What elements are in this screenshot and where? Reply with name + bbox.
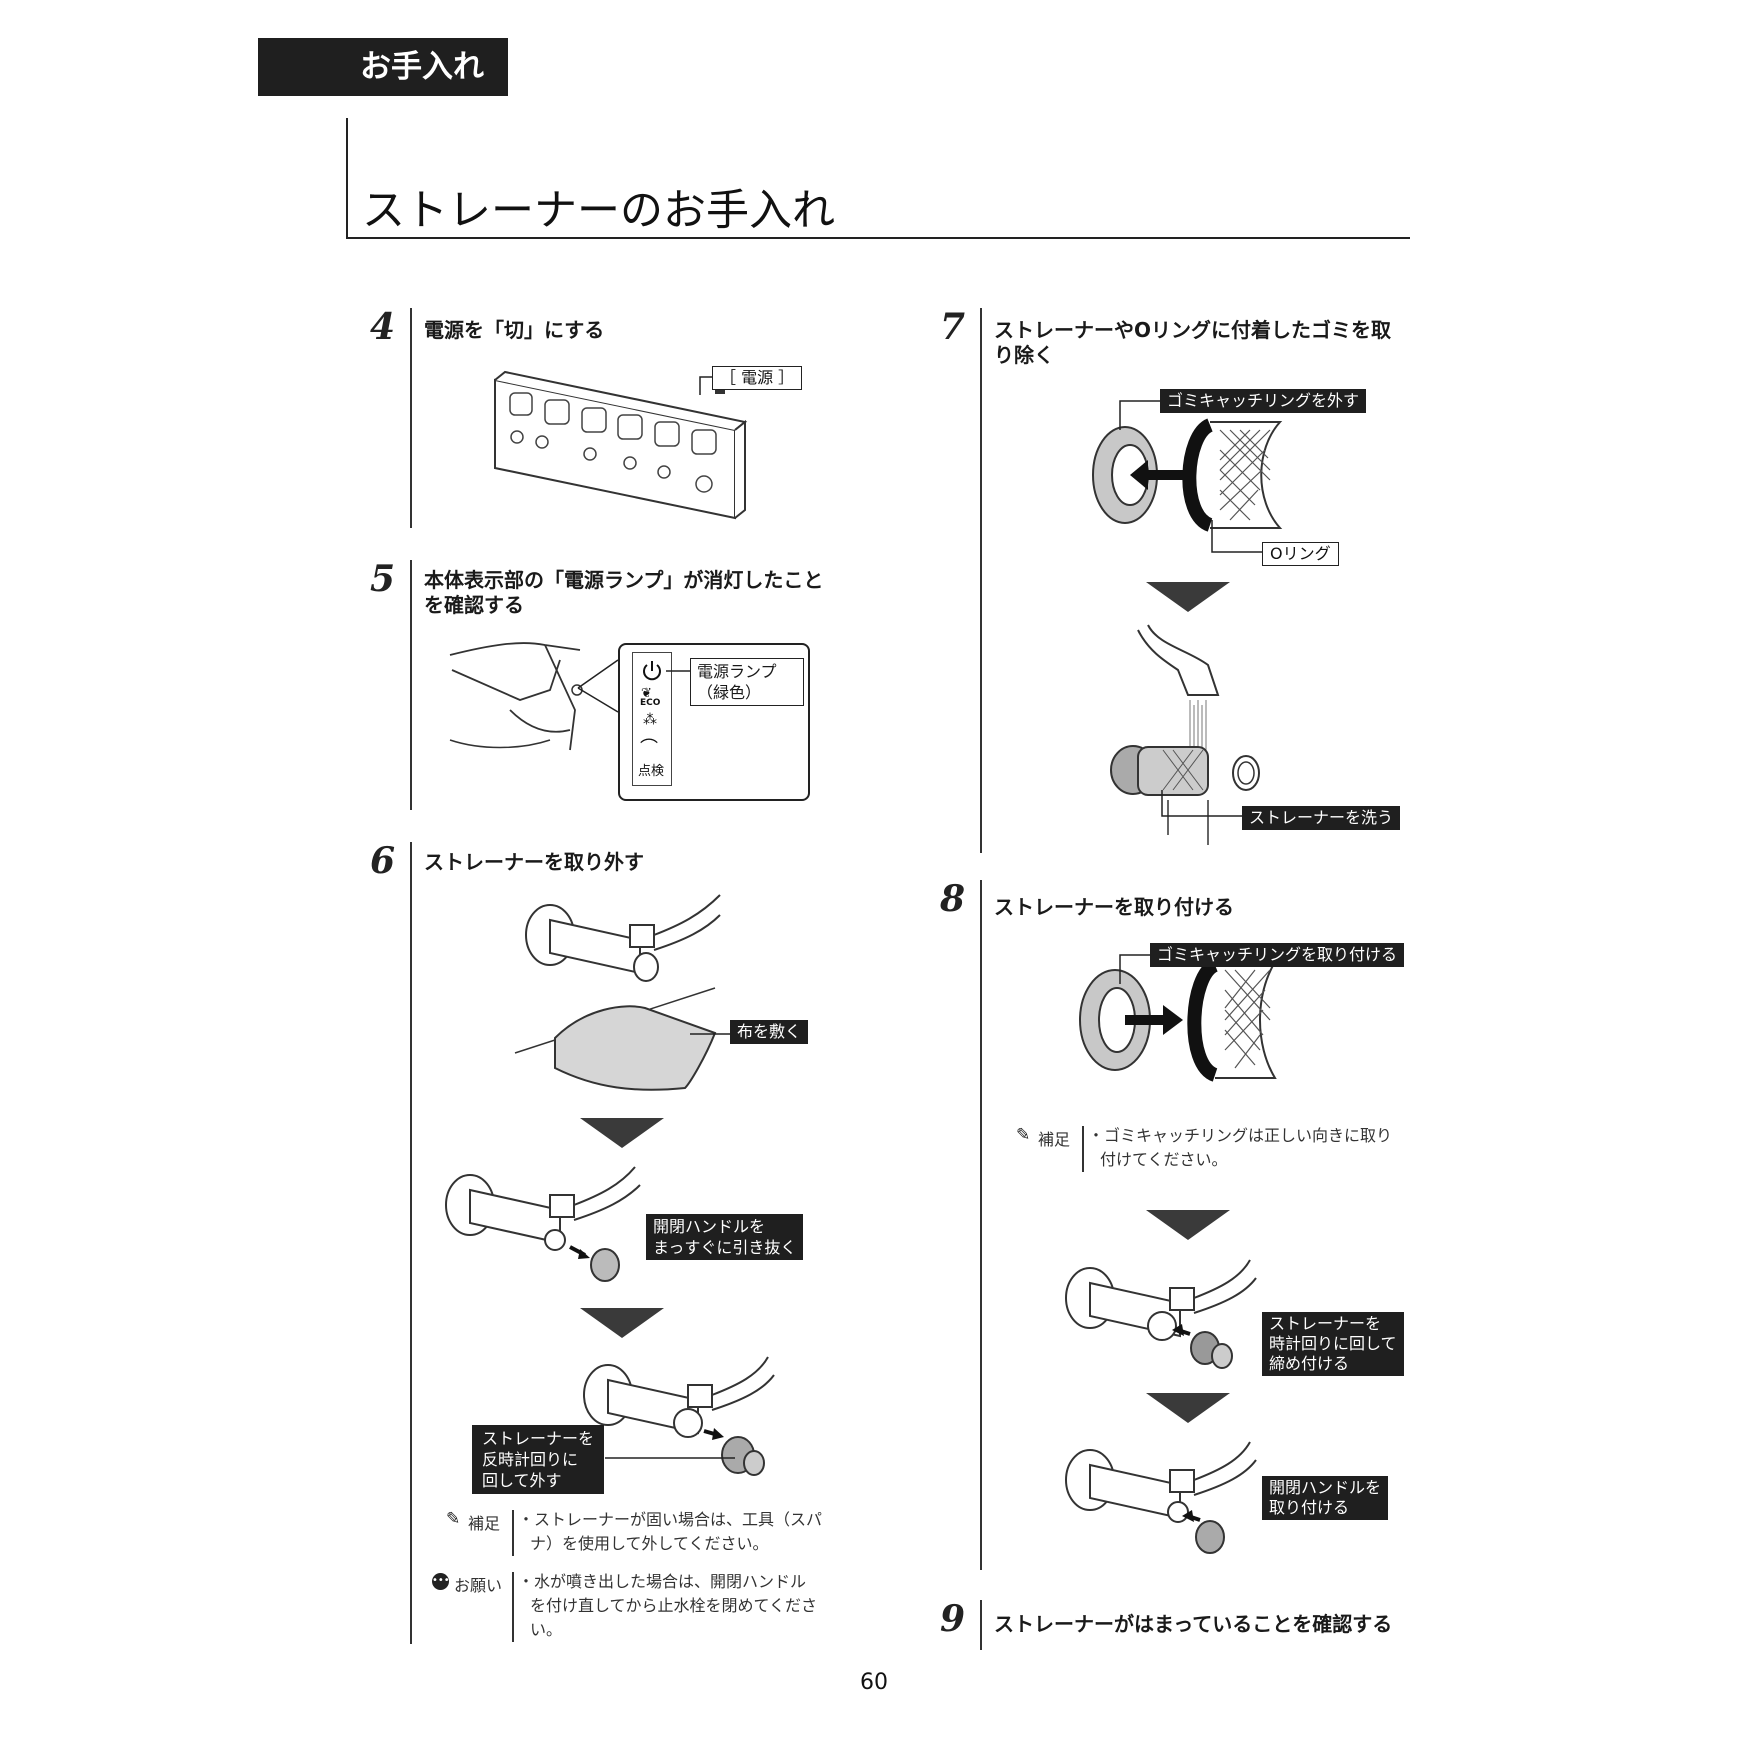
step-5-number: 5 xyxy=(370,558,396,600)
step-6-note-bar xyxy=(512,1510,514,1556)
tighten-strainer-tag-line3: 締め付ける xyxy=(1269,1354,1350,1373)
tighten-strainer-tag-line1: ストレーナーを xyxy=(1269,1314,1382,1333)
eco-label: ECO xyxy=(640,698,661,708)
section-tab: お手入れ xyxy=(258,38,508,96)
spray-icon: ⌒ xyxy=(640,738,658,759)
wash-strainer-tag: ストレーナーを洗う xyxy=(1242,806,1401,830)
attach-ring-callout-line xyxy=(1119,954,1160,984)
attach-ring-tag: ゴミキャッチリングを取り付ける xyxy=(1150,943,1405,967)
stop-valve-illustration-3 xyxy=(583,1356,775,1476)
step-6-note-label: 補足 xyxy=(468,1514,501,1533)
step-7-bar xyxy=(980,308,982,853)
washing-illustration xyxy=(1110,624,1260,845)
attach-handle-tag-line1: 開閉ハンドルを xyxy=(1269,1478,1382,1497)
title-rule-vertical xyxy=(346,118,348,238)
step-9-number: 9 xyxy=(940,1598,966,1640)
step-5-text-line1: 本体表示部の「電源ランプ」が消灯したこと xyxy=(424,568,824,592)
power-callout: ［ 電源 ］ xyxy=(712,366,803,390)
tighten-strainer-tag: ストレーナーを 時計回りに回して 締め付ける xyxy=(1262,1312,1404,1376)
power-callout-line xyxy=(699,376,712,395)
power-lamp-callout-line2: （緑色） xyxy=(697,683,762,702)
power-lamp-callout-line xyxy=(666,670,690,672)
step-6-request-line1: ・水が噴き出した場合は、開閉ハンドル xyxy=(518,1572,807,1591)
step-6-note-line1: ・ストレーナーが固い場合は、工具（スパ xyxy=(518,1510,823,1529)
step-6-text: ストレーナーを取り外す xyxy=(424,850,644,874)
down-arrow-8a xyxy=(1146,1210,1230,1240)
stop-valve-illustration-2 xyxy=(445,1166,641,1282)
ring-removal-illustration xyxy=(1092,418,1283,532)
request-icon: ••• xyxy=(432,1573,450,1590)
handle-pull-tag-line2: まっすぐに引き抜く xyxy=(653,1238,797,1257)
step-6-bar xyxy=(410,842,412,1644)
indicator-strip xyxy=(632,652,672,786)
step-8-bar xyxy=(980,880,982,1570)
step-8-note-bar xyxy=(1082,1126,1084,1172)
toilet-side-illustration xyxy=(449,642,583,751)
oring-callout-line xyxy=(1211,520,1262,553)
step-4-number: 4 xyxy=(370,306,396,348)
stop-valve-illustration-4 xyxy=(1065,1259,1257,1369)
step-6-number: 6 xyxy=(370,840,396,882)
remove-strainer-tag-line3: 回して外す xyxy=(482,1471,562,1490)
step-5-text-line2: を確認する xyxy=(424,593,524,617)
cloth-tag: 布を敷く xyxy=(730,1020,809,1044)
step-7-number: 7 xyxy=(940,306,966,348)
stop-valve-illustration-1 xyxy=(525,894,721,982)
step-7-text-line2: り除く xyxy=(994,343,1054,367)
handle-pull-tag: 開閉ハンドルを まっすぐに引き抜く xyxy=(646,1214,804,1260)
step-8-number: 8 xyxy=(940,878,966,920)
step-9-text: ストレーナーがはまっていることを確認する xyxy=(994,1612,1393,1636)
attach-handle-tag: 開閉ハンドルを 取り付ける xyxy=(1262,1476,1389,1520)
down-arrow-7 xyxy=(1146,582,1230,612)
remove-strainer-tag-line1: ストレーナーを xyxy=(482,1429,595,1448)
attach-handle-tag-line2: 取り付ける xyxy=(1269,1498,1350,1517)
step-7-text-line1: ストレーナーやOリングに付着したゴミを取 xyxy=(994,318,1392,342)
drip-icon: ⁂ xyxy=(643,712,657,728)
step-5-bar xyxy=(410,560,412,810)
step-4-bar xyxy=(410,308,412,528)
tighten-strainer-tag-line2: 時計回りに回して xyxy=(1269,1334,1397,1353)
power-lamp-callout-line1: 電源ランプ xyxy=(697,662,777,681)
step-8-note-label: 補足 xyxy=(1038,1130,1071,1149)
pencil-icon: ✎ xyxy=(446,1509,461,1529)
floor-cloth-illustration xyxy=(514,987,717,1091)
step-6-request-line2: を付け直してから止水栓を閉めてくださ xyxy=(530,1596,818,1615)
step-8-text: ストレーナーを取り付ける xyxy=(994,895,1234,919)
remove-tag-callout-line xyxy=(605,1457,735,1459)
title-rule-horizontal xyxy=(346,237,1410,239)
page-number: 60 xyxy=(860,1670,888,1695)
power-lamp-icon xyxy=(643,661,661,681)
cloth-callout-line xyxy=(690,1033,730,1035)
handle-pull-tag-line1: 開閉ハンドルを xyxy=(653,1217,766,1236)
down-arrow-8b xyxy=(1146,1393,1230,1423)
step-6-request-label: お願い xyxy=(454,1576,503,1595)
oring-tag: Oリング xyxy=(1262,542,1339,566)
step-4-text: 電源を「切」にする xyxy=(424,318,605,342)
remove-strainer-tag-line2: 反時計回りに xyxy=(482,1450,579,1469)
page-title: ストレーナーのお手入れ xyxy=(362,186,835,236)
eco-leaf-icon: ❦ xyxy=(641,686,652,701)
ring-attach-illustration xyxy=(1079,958,1277,1082)
stop-valve-illustration-5 xyxy=(1065,1441,1257,1554)
power-lamp-callout: 電源ランプ （緑色） xyxy=(690,658,804,706)
down-arrow-6b xyxy=(580,1308,664,1338)
step-9-bar xyxy=(980,1600,982,1650)
zoom-lines xyxy=(577,659,619,713)
wash-tag-callout-line xyxy=(1161,790,1242,817)
remove-strainer-tag: ストレーナーを 反時計回りに 回して外す xyxy=(472,1425,605,1494)
step-8-note-line2: 付けてください。 xyxy=(1100,1150,1228,1169)
remove-ring-tag: ゴミキャッチリングを外す xyxy=(1160,389,1367,413)
step-6-request-bar xyxy=(512,1572,514,1642)
step-6-request-line3: い。 xyxy=(530,1620,563,1639)
check-label: 点検 xyxy=(638,764,665,779)
step-6-note-line2: ナ）を使用して外してください。 xyxy=(530,1534,769,1553)
step-8-note-line1: ・ゴミキャッチリングは正しい向きに取り xyxy=(1088,1126,1393,1145)
ring-tag-callout-line xyxy=(1119,400,1160,430)
down-arrow-6a xyxy=(580,1118,664,1148)
pencil-icon: ✎ xyxy=(1016,1125,1031,1145)
